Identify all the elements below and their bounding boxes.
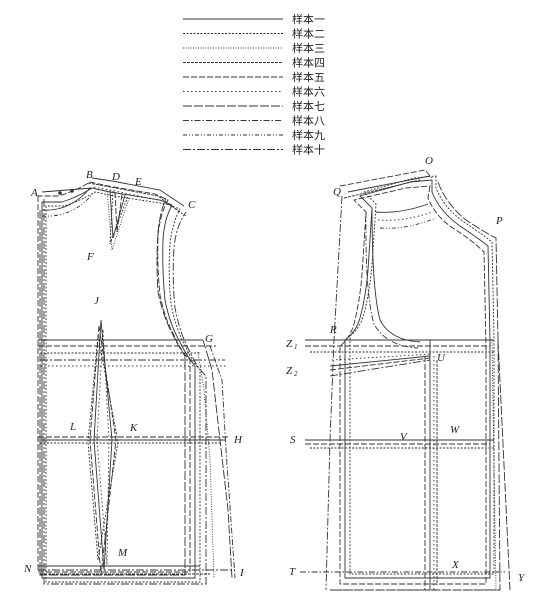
front-outline-3 — [45, 191, 201, 583]
legend-item-5: 样本五 — [183, 70, 325, 84]
legend-item-4: 样本四 — [183, 56, 325, 70]
front-outline-2 — [37, 181, 191, 573]
legend-label-4: 样本四 — [292, 56, 325, 70]
label-P: P — [495, 215, 503, 227]
shoulder-dart-3 — [114, 191, 123, 233]
marker-dot-2 — [70, 189, 74, 193]
label-Q: Q — [333, 186, 341, 198]
label-V: V — [400, 431, 408, 443]
front-top-edge — [41, 187, 93, 193]
label-W: W — [450, 424, 460, 436]
back-neck-3 — [379, 217, 437, 229]
legend-item-7: 样本七 — [183, 99, 325, 113]
legend-item-6: 样本六 — [183, 85, 325, 99]
back-armhole-2 — [365, 211, 419, 349]
label-R: R — [329, 324, 337, 336]
label-I: I — [239, 567, 245, 579]
back-side-line-1 — [497, 339, 511, 591]
label-S: S — [290, 434, 296, 446]
back-outline-4 — [330, 181, 501, 591]
label-E: E — [134, 176, 142, 188]
front-outline-1 — [41, 187, 196, 579]
shoulder-dart-1 — [109, 189, 126, 239]
legend-label-6: 样本六 — [292, 85, 325, 99]
legend-label-1: 样本一 — [292, 12, 325, 26]
waist-dart-2 — [89, 325, 117, 576]
legend-label-2: 样本二 — [292, 27, 325, 41]
back-converge-1 — [329, 355, 431, 367]
back-converge-3 — [331, 353, 433, 361]
front-shoulder-3 — [93, 186, 187, 217]
front-bodice-pattern — [37, 177, 236, 585]
waist-dart-1 — [93, 319, 113, 571]
label-B: B — [86, 169, 93, 181]
label-Z2: Z — [286, 365, 293, 377]
label-X: X — [451, 559, 460, 571]
front-shoulder-1 — [91, 177, 185, 207]
label-F: F — [86, 251, 94, 263]
legend: 样本一 样本二 样本三 样本四 样本五 样本六 样本七 样本八 — [183, 12, 325, 157]
back-bodice-pattern — [300, 169, 511, 591]
label-M: M — [117, 547, 128, 559]
label-T: T — [289, 566, 296, 578]
point-labels: A B D E C F J G L K H M N I O Q P R Z 1 … — [23, 155, 526, 584]
label-H: H — [233, 434, 243, 446]
back-outline-3 — [349, 175, 495, 575]
label-L: L — [69, 421, 76, 433]
legend-label-3: 样本三 — [292, 41, 325, 55]
label-N: N — [23, 563, 32, 575]
front-outline-5 — [43, 199, 207, 585]
legend-label-9: 样本九 — [292, 128, 325, 142]
label-K: K — [129, 422, 138, 434]
label-C: C — [188, 199, 196, 211]
shoulder-dart-4 — [106, 188, 130, 251]
legend-item-1: 样本一 — [183, 12, 325, 26]
legend-label-5: 样本五 — [292, 70, 325, 84]
label-J: J — [94, 295, 100, 307]
back-outline-1 — [344, 179, 491, 579]
label-Z1-sub: 1 — [294, 343, 298, 351]
legend-item-3: 样本三 — [183, 41, 325, 55]
legend-label-7: 样本七 — [292, 99, 325, 113]
front-neckline-1 — [41, 187, 91, 211]
back-shoulder-1 — [339, 169, 433, 187]
label-Z1: Z — [286, 338, 293, 350]
front-neckline-2 — [41, 191, 95, 217]
marker-dot-1 — [58, 191, 62, 195]
side-seam-2 — [209, 345, 236, 579]
side-seam-3 — [197, 351, 215, 579]
back-armhole-1 — [371, 207, 421, 343]
legend-item-9: 样本九 — [183, 128, 325, 142]
back-outline-2 — [339, 185, 487, 585]
side-seam-1 — [202, 339, 233, 579]
back-neck-2 — [377, 211, 433, 221]
label-O: O — [425, 155, 433, 167]
label-Z2-sub: 2 — [294, 370, 298, 378]
back-shoulder-2 — [343, 179, 421, 199]
waist-dart-4 — [87, 334, 119, 561]
legend-item-2: 样本二 — [183, 27, 325, 41]
legend-item-10: 样本十 — [183, 143, 325, 157]
legend-item-8: 样本八 — [183, 114, 325, 128]
back-converge-2 — [329, 357, 431, 371]
front-outline-4 — [39, 197, 186, 576]
back-outline-5 — [325, 195, 343, 591]
front-shoulder-2 — [87, 182, 181, 213]
label-G: G — [205, 333, 213, 345]
shoulder-dart-2 — [109, 190, 129, 245]
back-neck-1 — [375, 203, 429, 213]
back-side-line-2 — [491, 339, 497, 591]
back-converge-4 — [329, 359, 431, 377]
label-Y: Y — [518, 572, 526, 584]
label-A: A — [30, 187, 38, 199]
label-U: U — [437, 352, 446, 364]
legend-label-8: 样本八 — [292, 114, 325, 128]
legend-label-10: 样本十 — [292, 143, 325, 157]
label-D: D — [111, 171, 120, 183]
back-shoulder-3 — [347, 175, 431, 193]
waist-dart-3 — [96, 329, 110, 566]
